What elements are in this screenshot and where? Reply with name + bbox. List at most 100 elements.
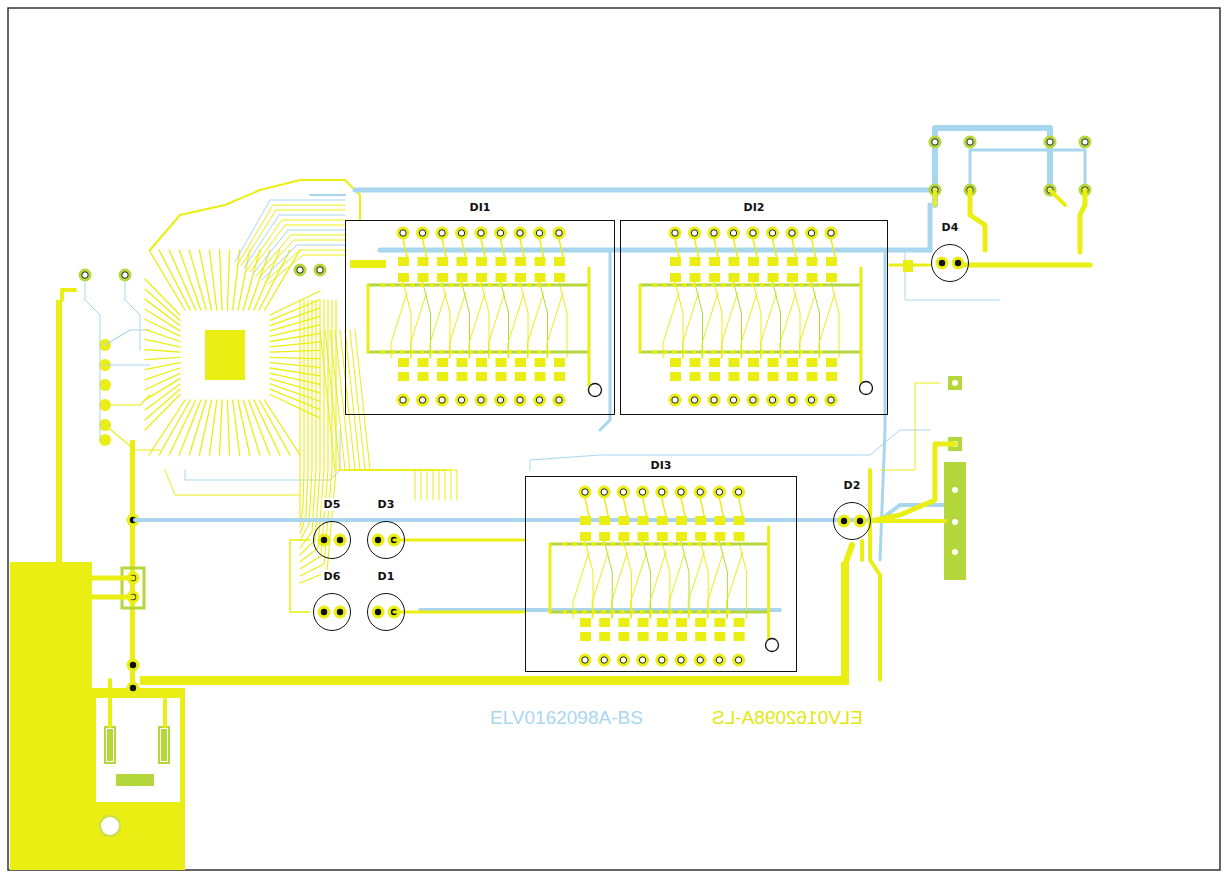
via: [707, 610, 711, 614]
smd-pad: [768, 257, 779, 266]
ic-pin-trace: [145, 349, 180, 352]
display-module: DI1: [345, 220, 615, 415]
pcb-trace: [819, 293, 835, 358]
via: [688, 610, 692, 614]
smd-pad: [418, 257, 429, 266]
smd-pad: [690, 372, 701, 381]
drill-hole: [478, 397, 484, 403]
drill-hole: [130, 685, 136, 691]
smd-pad: [826, 358, 837, 367]
through-hole-pad: [1044, 136, 1057, 149]
through-hole-pad: [669, 394, 682, 407]
via: [592, 542, 596, 546]
smd-pad: [398, 372, 409, 381]
via: [780, 350, 784, 354]
ic-pin-trace: [145, 279, 180, 315]
smd-pad: [554, 358, 565, 367]
via: [488, 350, 492, 354]
smd-pad: [599, 618, 610, 627]
pcb-trace: [831, 239, 835, 257]
through-hole-pad: [294, 264, 307, 277]
pcb-trace: [761, 293, 777, 358]
smd-pad: [670, 372, 681, 381]
via: [741, 350, 745, 354]
smd-pad: [690, 358, 701, 367]
through-hole-pad: [708, 227, 721, 240]
through-hole-pad: [854, 515, 867, 528]
drill-hole: [808, 230, 814, 236]
drill-hole: [711, 230, 717, 236]
drill-hole: [582, 657, 588, 663]
smd-pad: [729, 257, 740, 266]
pcb-trace: [380, 248, 930, 253]
pcb-trace: [933, 190, 937, 205]
through-hole-pad: [397, 394, 410, 407]
via: [420, 283, 424, 287]
copper-area: [56, 300, 62, 562]
smd-pad: [787, 257, 798, 266]
smd-pad: [418, 372, 429, 381]
pad-outline: [107, 729, 114, 762]
pcb-trace: [481, 239, 485, 257]
pcb-trace: [300, 300, 328, 569]
pcb-trace: [530, 430, 930, 470]
through-hole-pad: [713, 654, 726, 667]
pcb-trace: [707, 552, 723, 618]
via: [611, 610, 615, 614]
through-hole-pad: [708, 394, 721, 407]
via: [726, 542, 730, 546]
part-name: DI2: [742, 201, 767, 214]
via: [659, 542, 663, 546]
ic-pin-trace: [145, 339, 180, 346]
drill-hole: [601, 489, 607, 495]
smd-pad: [709, 372, 720, 381]
via: [508, 350, 512, 354]
trace: [640, 284, 861, 287]
smd-pad: [695, 618, 706, 627]
via: [410, 350, 414, 354]
ic-pin-trace: [219, 250, 222, 310]
pcb-trace: [163, 700, 167, 726]
trace: [640, 351, 861, 354]
through-hole-pad: [494, 227, 507, 240]
through-hole-pad: [732, 654, 745, 667]
smd-pad: [116, 774, 154, 786]
drill-hole: [691, 230, 697, 236]
pcb-trace: [681, 498, 685, 516]
ic-pin-trace: [227, 250, 229, 310]
pcb-trace: [559, 239, 563, 257]
smd-pad: [398, 273, 409, 282]
smd-pad: [714, 532, 725, 541]
pcb-trace: [631, 552, 647, 618]
smd-pad: [496, 358, 507, 367]
drill-hole: [730, 230, 736, 236]
pcb-trace: [890, 264, 930, 267]
pcb-trace: [812, 239, 816, 257]
through-hole-pad: [694, 486, 707, 499]
pcb-trace: [800, 293, 816, 358]
drill-hole: [659, 489, 665, 495]
pcb-trace: [650, 552, 666, 618]
through-hole-pad: [727, 394, 740, 407]
smd-pad: [729, 372, 740, 381]
pcb-trace: [663, 293, 679, 358]
pcb-trace: [394, 539, 525, 542]
through-hole-pad: [617, 654, 630, 667]
through-hole-pad: [533, 227, 546, 240]
through-hole-pad: [952, 257, 965, 270]
via: [789, 350, 793, 354]
via: [659, 610, 663, 614]
via: [697, 542, 701, 546]
pcb-trace: [520, 239, 524, 257]
pcb-trace: [960, 263, 1090, 268]
pcb-trace: [259, 240, 345, 278]
pcb-trace: [253, 230, 345, 274]
pcb-trace: [430, 293, 446, 358]
drill-hole: [297, 267, 303, 273]
drill-hole: [857, 518, 863, 524]
through-hole-pad: [334, 534, 347, 547]
through-hole-pad: [475, 394, 488, 407]
through-hole-pad: [786, 394, 799, 407]
drill-hole: [955, 260, 961, 266]
smd-pad: [599, 632, 610, 641]
